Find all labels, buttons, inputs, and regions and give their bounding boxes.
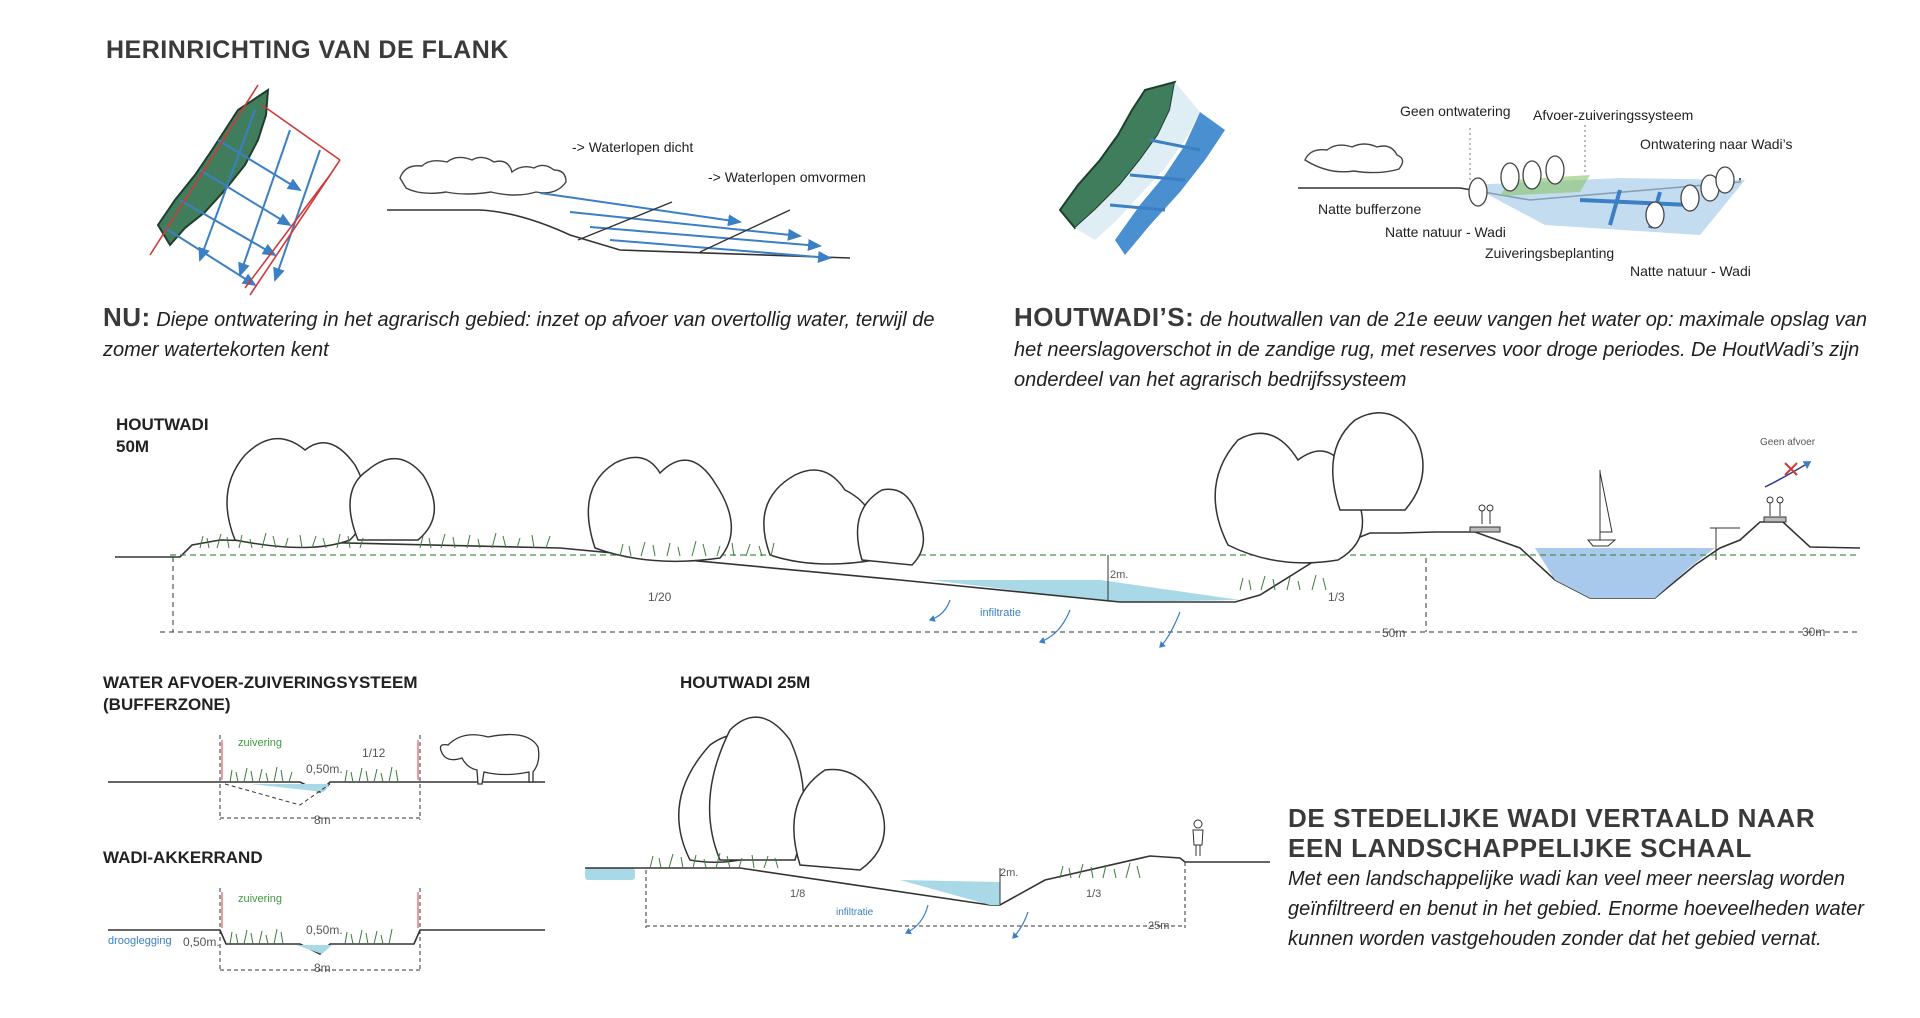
section-25-drawing [585,716,1270,939]
geen-afvoer-label: Geen afvoer [1760,437,1816,448]
section-25-title: HOUTWADI 25M [680,673,811,692]
slope-1-3-25: 1/3 [1086,888,1102,900]
width-30m: 30m [1802,625,1826,639]
buffer-depth: 0,50m. [306,762,343,776]
buffer-title: WATER AFVOER-ZUIVERINGSYSTEEM (BUFFERZON… [103,672,418,716]
label-natte-bufferzone: Natte bufferzone [1318,201,1422,217]
label-natte-natuur-wadi-1: Natte natuur - Wadi [1385,224,1506,240]
akkerrand-title: WADI-AKKERRAND [103,848,263,867]
akkerrand-zuivering: zuivering [238,893,283,905]
section-50-drawing [115,412,1861,648]
caption-nu: NU: Diepe ontwatering in het agrarisch g… [103,302,983,365]
flank-section-now [387,156,851,264]
label-waterlopen-dicht: -> Waterlopen dicht [572,139,694,155]
akkerrand-width: 8m [314,961,331,975]
section-50-title: HOUTWADI 50M [116,414,209,458]
caption-houtwadis-text: de houtwallen van de 21e eeuw vangen het… [1014,309,1867,391]
depth-2m-50: 2m. [1110,569,1129,581]
depth-2m-25: 2m. [1000,867,1019,879]
flank-plan-now [149,84,341,296]
conclusion-text: Met een landschappelijke wadi kan veel m… [1288,868,1864,950]
slope-1-8: 1/8 [790,888,806,900]
conclusion-title-line1: DE STEDELIJKE WADI VERTAALD NAAR [1288,803,1816,833]
caption-houtwadis-bold: HOUTWADI’S: [1014,302,1195,332]
flank-section-wadi [1298,125,1745,235]
label-waterlopen-omvormen: -> Waterlopen omvormen [708,169,866,185]
label-zuiveringsbeplanting: Zuiveringsbeplanting [1485,245,1615,261]
buffer-zuivering: zuivering [238,737,283,749]
page-title: HERINRICHTING VAN DE FLANK [106,36,509,64]
buffer-slope: 1/12 [362,746,386,760]
flank-plan-wadi [1058,80,1225,255]
akkerrand-drooglegging: drooglegging [108,935,172,947]
label-geen-ontwatering: Geen ontwatering [1400,103,1511,119]
infiltratie-50: infiltratie [980,607,1021,619]
buffer-title-line1: WATER AFVOER-ZUIVERINGSYSTEEM [103,673,418,692]
label-ontwatering-wadis: Ontwatering naar Wadi’s [1640,136,1793,152]
caption-houtwadis: HOUTWADI’S: de houtwallen van de 21e eeu… [1014,302,1894,395]
slope-1-20: 1/20 [648,590,672,604]
conclusion-title-line2: EEN LANDSCHAPPELIJKE SCHAAL [1288,833,1753,863]
conclusion-title: DE STEDELIJKE WADI VERTAALD NAAR EEN LAN… [1288,803,1815,863]
buffer-width: 8m [314,813,331,827]
label-afvoer-zuivering: Afvoer-zuiveringssysteem [1533,107,1694,123]
section-50-title-line1: HOUTWADI [116,415,209,434]
caption-nu-bold: NU: [103,302,151,332]
buffer-drawing [108,733,545,820]
akkerrand-droog-value: 0,50m. [183,935,220,949]
akkerrand-depth: 0,50m. [306,923,343,937]
akkerrand-drawing [108,888,545,972]
section-50-title-line2: 50M [116,437,150,456]
infiltratie-25: infiltratie [836,907,874,918]
width-50m: 50m [1382,626,1406,640]
caption-nu-text: Diepe ontwatering in het agrarisch gebie… [103,309,935,361]
buffer-title-line2: (BUFFERZONE) [103,695,231,714]
slope-1-3-50: 1/3 [1328,590,1345,604]
label-natte-natuur-wadi-2: Natte natuur - Wadi [1630,263,1751,279]
